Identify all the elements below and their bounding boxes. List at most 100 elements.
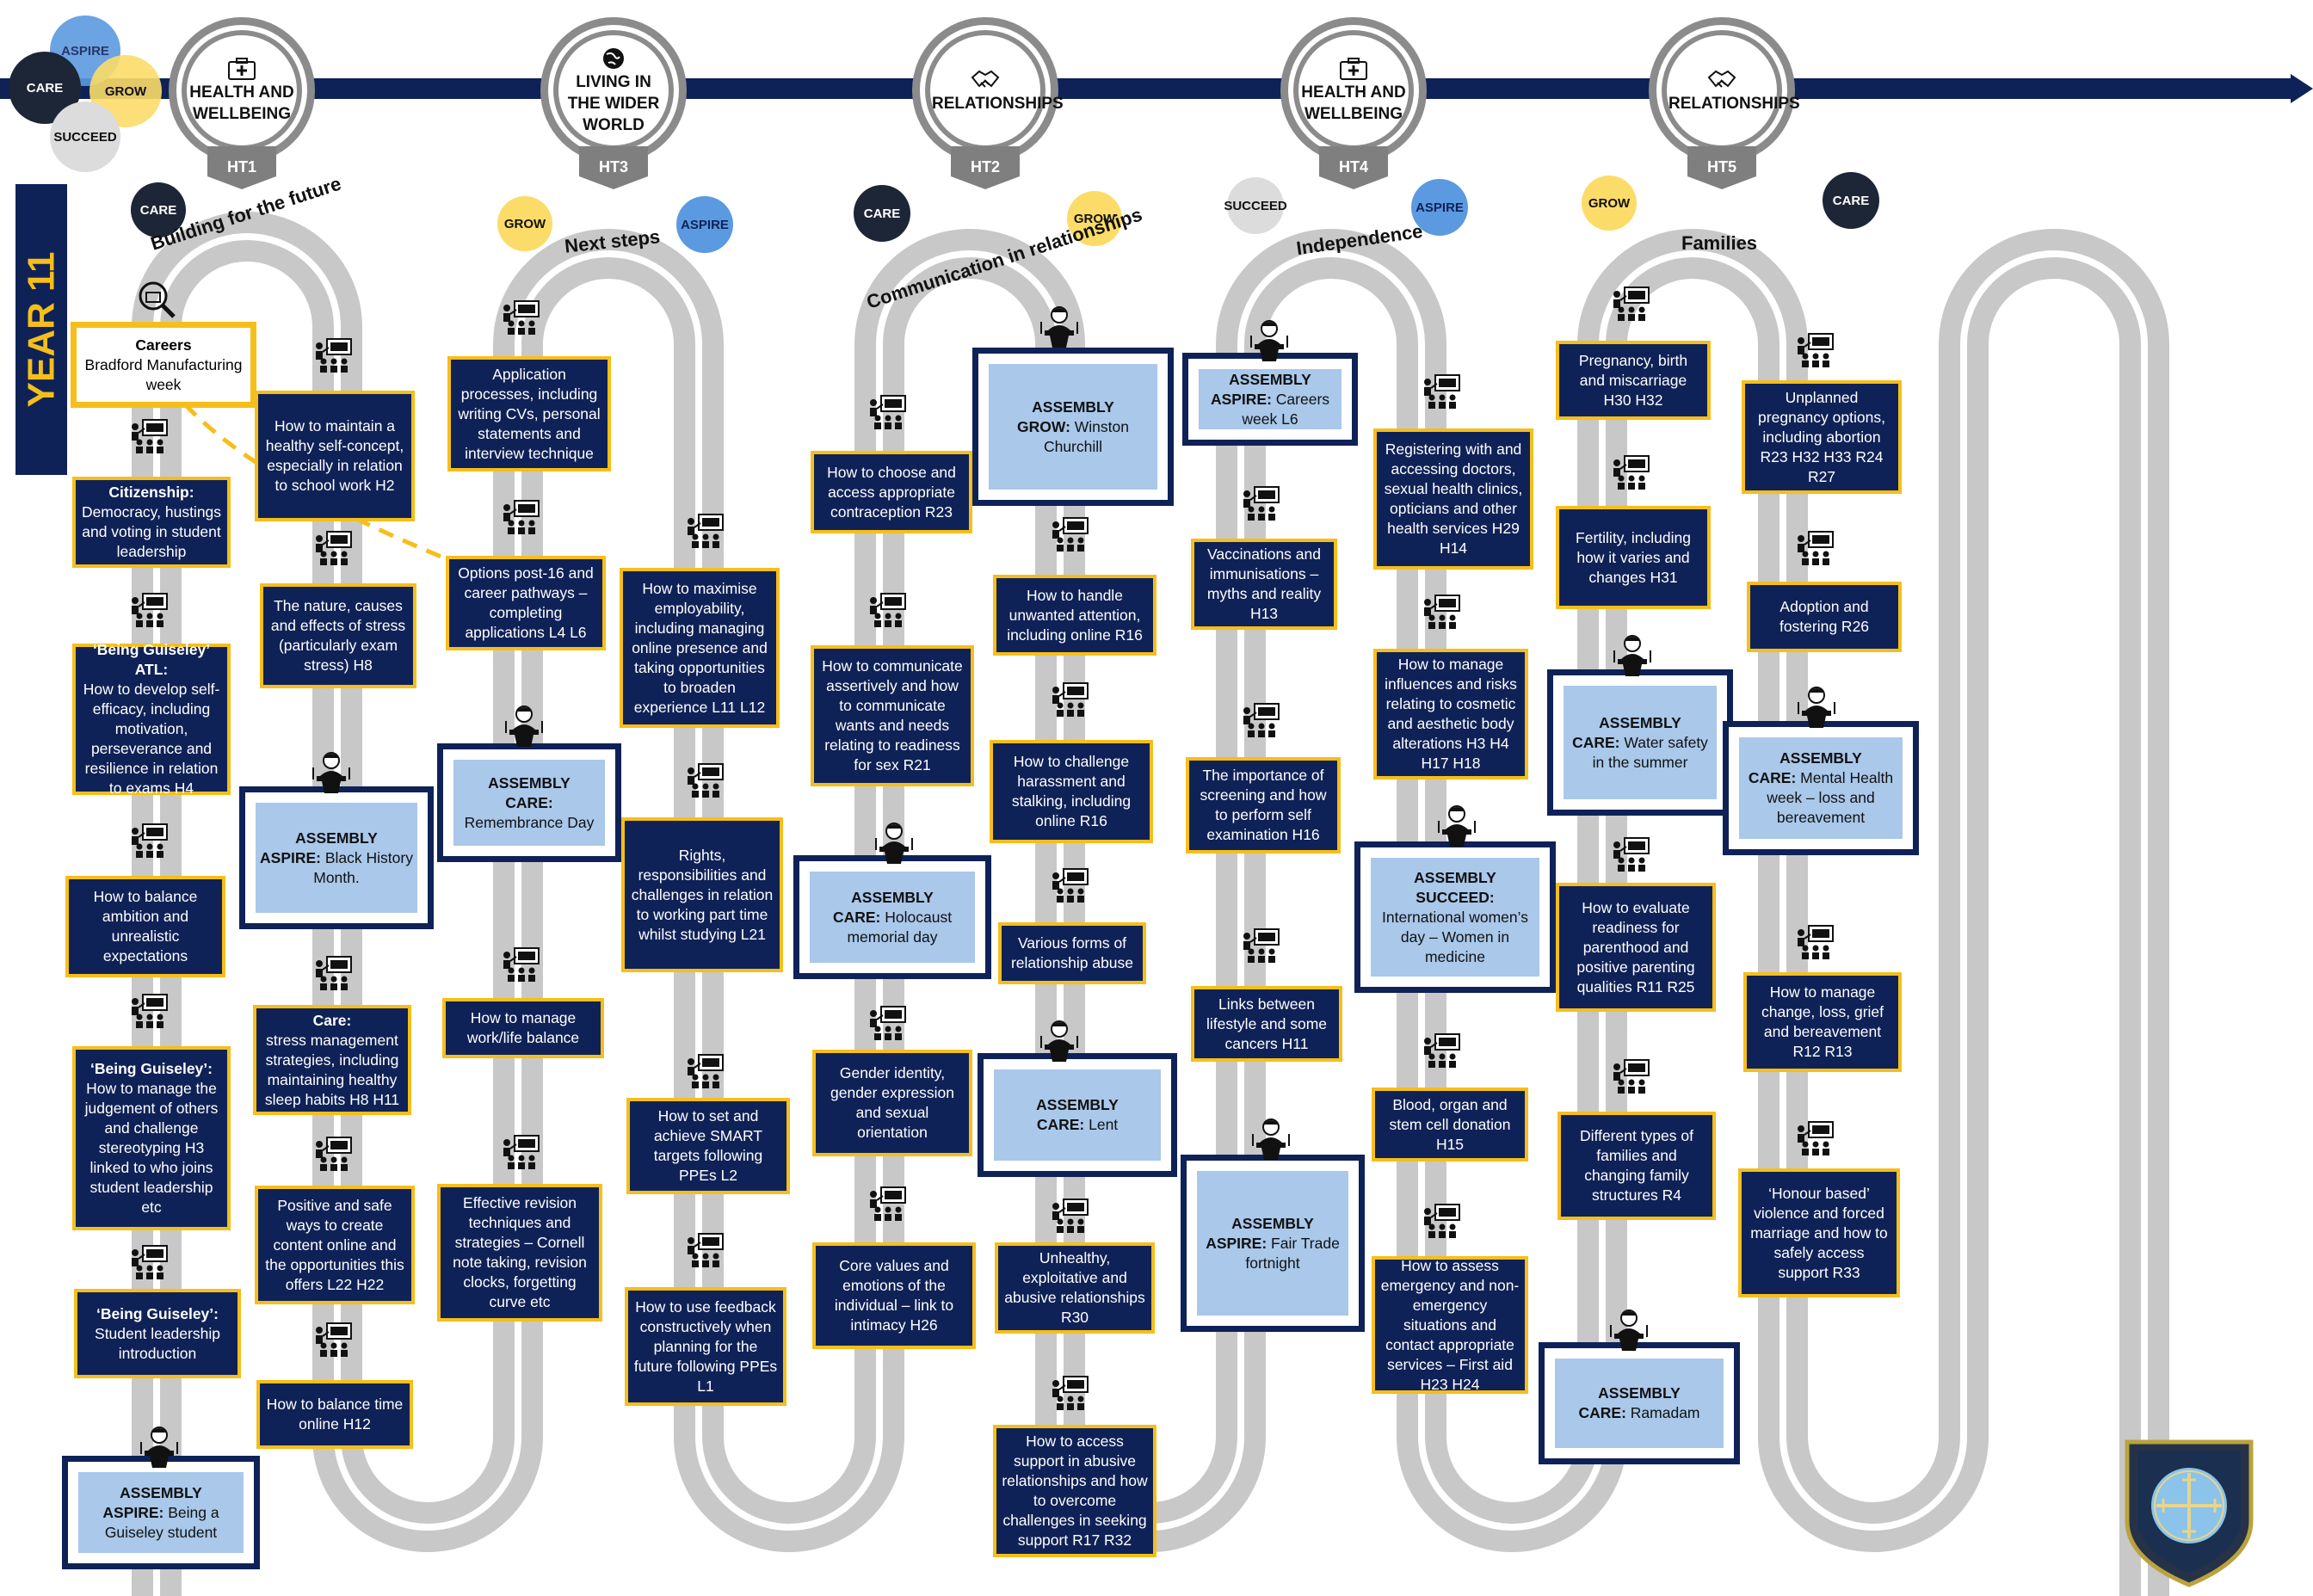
topic-box: ‘Being Guiseley’:Student leadership intr… bbox=[74, 1289, 241, 1378]
topic-box: How to set and achieve SMART targets fol… bbox=[626, 1098, 790, 1194]
theme-families: Families bbox=[1681, 232, 1758, 254]
topic-box: Fertility, including how it varies and c… bbox=[1556, 506, 1711, 609]
topic-box: How to balance time online H12 bbox=[256, 1380, 413, 1449]
speaker-podium-icon bbox=[1613, 635, 1651, 676]
classroom-icon bbox=[1613, 837, 1650, 872]
speaker-podium-icon bbox=[1040, 1020, 1078, 1062]
timeline-bar bbox=[0, 78, 2296, 99]
topic-box: ‘Being Guiseley’:How to manage the judge… bbox=[72, 1046, 231, 1230]
topic-box: How to manage work/life balance bbox=[442, 998, 604, 1058]
classroom-icon bbox=[1052, 517, 1089, 552]
classroom-icon bbox=[132, 994, 168, 1028]
classroom-icon bbox=[870, 1186, 906, 1221]
topic-box: Effective revision techniques and strate… bbox=[437, 1184, 602, 1322]
careers-text: Bradford Manufacturing week bbox=[84, 355, 243, 393]
classroom-icon bbox=[1798, 925, 1834, 959]
year-label: YEAR 11 bbox=[15, 184, 67, 475]
value-badge-care: CARE bbox=[131, 182, 186, 237]
careers-search-icon bbox=[139, 281, 176, 318]
topic-box: Core values and emotions of the individu… bbox=[812, 1242, 976, 1349]
value-badge-care: CARE bbox=[1823, 172, 1879, 229]
speaker-podium-icon bbox=[1250, 320, 1288, 361]
topic-box: How to assess emergency and non-emergenc… bbox=[1372, 1256, 1528, 1394]
classroom-icon bbox=[1424, 374, 1460, 409]
classroom-icon bbox=[1052, 682, 1089, 717]
half-term-title: HEALTH AND WELLBEING bbox=[189, 83, 294, 123]
topic-box: Unplanned pregnancy options, including a… bbox=[1742, 380, 1902, 494]
topic-box: Care:stress management strategies, inclu… bbox=[253, 1005, 411, 1115]
topic-box: Positive and safe ways to create content… bbox=[255, 1186, 415, 1304]
half-term-title: LIVING IN THE WIDER WORLD bbox=[567, 72, 660, 134]
topic-box: Options post-16 and career pathways – co… bbox=[446, 556, 606, 650]
half-term-ht2: RELATIONSHIPS HT2 bbox=[912, 17, 1067, 189]
topic-box: Unhealthy, exploitative and abusive rela… bbox=[995, 1242, 1155, 1334]
topic-box: Vaccinations and immunisations – myths a… bbox=[1191, 539, 1337, 630]
half-term-title: RELATIONSHIPS bbox=[932, 94, 1064, 113]
topic-box: How to communicate assertively and how t… bbox=[811, 645, 974, 786]
classroom-icon bbox=[316, 1322, 352, 1357]
handshake-icon bbox=[971, 70, 1000, 88]
classroom-icon bbox=[688, 514, 724, 548]
topic-box: How to evaluate readiness for parenthood… bbox=[1556, 883, 1716, 1012]
half-term-ht1: HEALTH AND WELLBEING HT1 bbox=[169, 17, 324, 189]
classroom-icon bbox=[688, 763, 724, 798]
topic-box: Blood, organ and stem cell donation H15 bbox=[1372, 1088, 1528, 1162]
topic-box: How to handle unwanted attention, includ… bbox=[993, 575, 1156, 656]
classroom-icon bbox=[1798, 531, 1834, 565]
value-badge-grow: GROW bbox=[497, 196, 552, 251]
half-term-title: HEALTH AND WELLBEING bbox=[1301, 83, 1406, 123]
speaker-podium-icon bbox=[140, 1427, 178, 1468]
topic-box: How to maintain a healthy self-concept, … bbox=[255, 391, 415, 521]
value-badge-grow: GROW bbox=[1067, 191, 1122, 246]
topic-box: Different types of families and changing… bbox=[1557, 1112, 1716, 1220]
topic-box: The nature, causes and effects of stress… bbox=[260, 583, 416, 688]
classroom-icon bbox=[1798, 1121, 1834, 1155]
classroom-icon bbox=[1243, 486, 1280, 521]
classroom-icon bbox=[870, 593, 906, 627]
classroom-icon bbox=[316, 1137, 352, 1171]
topic-box: Gender identity, gender expression and s… bbox=[812, 1050, 972, 1156]
classroom-icon bbox=[688, 1054, 724, 1088]
speaker-podium-icon bbox=[1438, 805, 1476, 847]
topic-box: How to maximise employability, including… bbox=[620, 568, 780, 728]
half-term-ht3: LIVING IN THE WIDER WORLD HT3 bbox=[540, 17, 695, 189]
speaker-podium-icon bbox=[875, 823, 913, 864]
classroom-icon bbox=[1798, 333, 1834, 367]
classroom-icon bbox=[1052, 1199, 1089, 1233]
value-badge-succeed: SUCCEED bbox=[1224, 177, 1287, 234]
logo-succeed-circle: SUCCEED bbox=[50, 102, 120, 172]
classroom-icon bbox=[1613, 287, 1650, 321]
classroom-icon bbox=[1424, 595, 1460, 629]
globe-icon bbox=[603, 47, 624, 69]
careers-title: Careers bbox=[135, 336, 192, 354]
topic-box: How to manage change, loss, grief and be… bbox=[1743, 972, 1902, 1072]
topic-box: The importance of screening and how to p… bbox=[1186, 757, 1341, 853]
classroom-icon bbox=[1052, 868, 1089, 903]
topic-box: How to access support in abusive relatio… bbox=[993, 1425, 1156, 1557]
topic-box: How to choose and access appropriate con… bbox=[811, 451, 972, 533]
classroom-icon bbox=[1613, 1059, 1650, 1094]
speaker-podium-icon bbox=[1610, 1309, 1648, 1351]
half-term-ht4: HEALTH AND WELLBEING HT4 bbox=[1280, 17, 1435, 189]
health-kit-icon bbox=[228, 58, 256, 80]
speaker-podium-icon bbox=[1798, 687, 1835, 728]
classroom-icon bbox=[132, 593, 168, 627]
classroom-icon bbox=[1424, 1033, 1460, 1068]
topic-box: ‘Honour based’ violence and forced marri… bbox=[1738, 1168, 1900, 1297]
classroom-icon bbox=[870, 1006, 906, 1040]
topic-box: Citizenship:Democracy, hustings and voti… bbox=[72, 477, 231, 568]
speaker-podium-icon bbox=[1252, 1118, 1290, 1160]
handshake-icon bbox=[1707, 70, 1736, 88]
classroom-icon bbox=[1243, 703, 1280, 737]
